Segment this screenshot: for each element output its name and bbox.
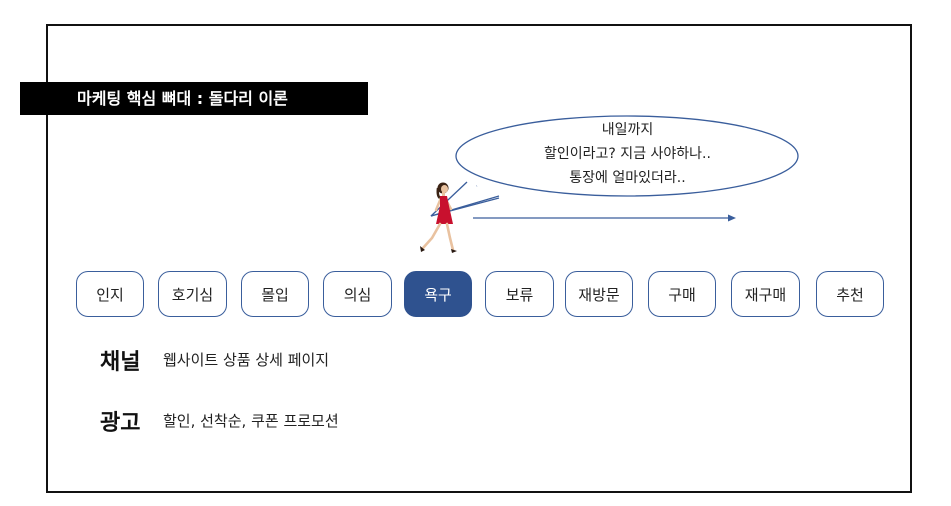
stage-desire[interactable]: 욕구 [404, 271, 472, 317]
stage-doubt[interactable]: 의심 [323, 271, 392, 317]
stage-revisit[interactable]: 재방문 [565, 271, 633, 317]
stage-recommend[interactable]: 추천 [816, 271, 884, 317]
ad-text: 할인, 선착순, 쿠폰 프로모션 [163, 412, 339, 430]
stage-hold[interactable]: 보류 [485, 271, 554, 317]
stage-immersion[interactable]: 몰입 [241, 271, 309, 317]
stage-purchase[interactable]: 구매 [648, 271, 716, 317]
stage-awareness[interactable]: 인지 [76, 271, 144, 317]
stage-repurchase[interactable]: 재구매 [731, 271, 800, 317]
stage-curiosity[interactable]: 호기심 [158, 271, 227, 317]
channel-text: 웹사이트 상품 상세 페이지 [163, 351, 330, 369]
speech-bubble: 내일까지 할인이라고? 지금 사야하나.. 통장에 얼마있더라.. [430, 115, 800, 217]
bubble-line-1: 내일까지 [601, 122, 654, 138]
slide-title: 마케팅 핵심 뼈대 : 돌다리 이론 [20, 82, 368, 115]
speech-bubble-shape [430, 115, 799, 217]
bubble-line-3: 통장에 얼마있더라.. [569, 170, 686, 186]
ad-label: 광고 [100, 411, 141, 436]
bubble-line-2: 할인이라고? 지금 사야하나.. [544, 146, 711, 162]
channel-label: 채널 [100, 350, 141, 375]
right-arrow-icon [473, 214, 736, 222]
walking-woman-icon [420, 182, 457, 253]
